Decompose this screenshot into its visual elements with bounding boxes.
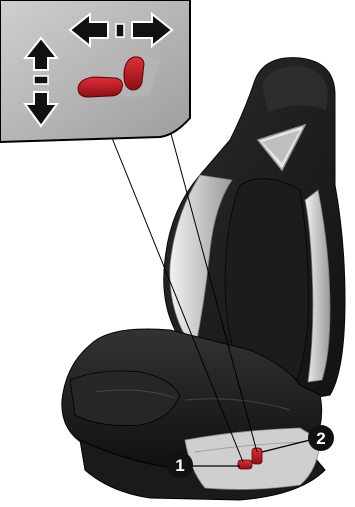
- detail-inset: [0, 0, 190, 142]
- callout-1-label: 1: [175, 456, 184, 475]
- backrest-recline-switch[interactable]: [238, 460, 252, 469]
- inset-backrest-switch[interactable]: [124, 57, 144, 90]
- arrow-divider-horizontal: [116, 24, 124, 37]
- inset-cushion-switch[interactable]: [78, 77, 122, 97]
- arrow-divider-vertical: [34, 76, 48, 84]
- callout-2-label: 2: [316, 429, 325, 448]
